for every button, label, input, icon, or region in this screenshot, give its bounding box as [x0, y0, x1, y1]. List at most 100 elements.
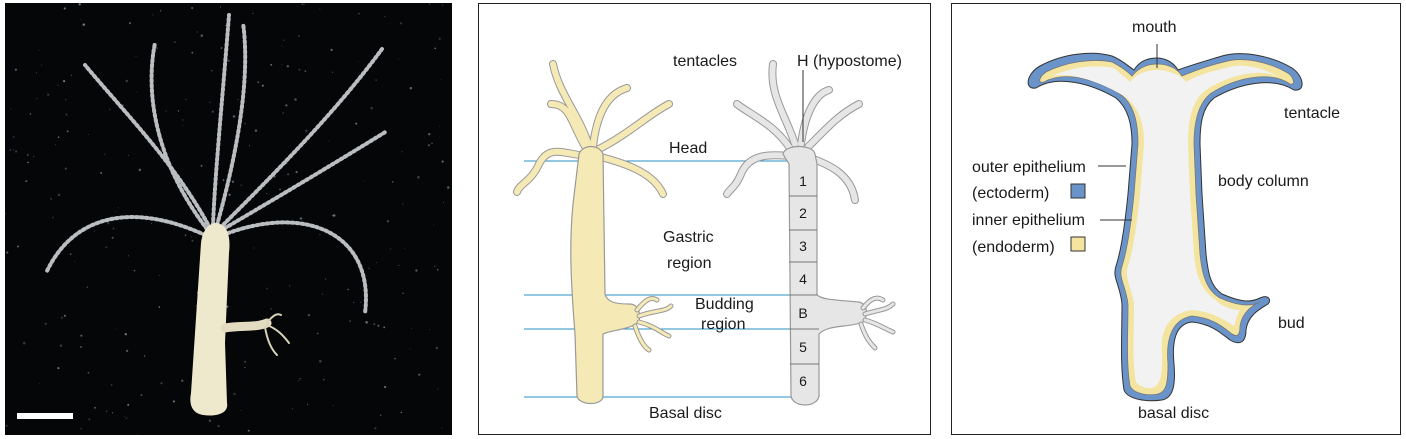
- speckle: [225, 24, 227, 27]
- bud-label: bud: [1278, 315, 1305, 332]
- speckle: [93, 406, 96, 409]
- speckle: [441, 160, 444, 163]
- speckle: [237, 99, 239, 101]
- speckle: [111, 236, 114, 239]
- speckle: [429, 329, 431, 331]
- speckle: [64, 98, 67, 101]
- speckle: [211, 110, 214, 113]
- speckle: [299, 217, 303, 220]
- speckle: [79, 18, 81, 20]
- speckle: [36, 98, 38, 100]
- inner-epithelium-label: inner epithelium: [972, 212, 1085, 229]
- speckle: [159, 10, 162, 12]
- speckle: [283, 39, 285, 42]
- speckle: [10, 108, 12, 110]
- speckle: [281, 45, 283, 47]
- speckle: [39, 383, 40, 385]
- speckle: [114, 328, 116, 330]
- speckle: [446, 186, 450, 189]
- speckle: [253, 247, 255, 249]
- gray-hydra: 1 2 3 4 B 5 6: [723, 60, 896, 406]
- speckle: [358, 12, 360, 15]
- basal-disc-label: Basal disc: [649, 405, 722, 422]
- speckle: [181, 379, 184, 382]
- speckle: [332, 405, 334, 406]
- speckle: [401, 151, 403, 153]
- speckle: [299, 378, 301, 380]
- segment-label: 6: [799, 373, 807, 389]
- speckle: [418, 373, 421, 376]
- speckle: [63, 7, 66, 10]
- speckle: [140, 394, 143, 397]
- speckle: [219, 6, 222, 8]
- speckle: [328, 140, 330, 142]
- speckle: [307, 403, 309, 406]
- region-lines: [524, 160, 809, 398]
- speckle: [323, 378, 325, 381]
- speckle: [136, 91, 138, 93]
- speckle: [286, 64, 290, 68]
- tan-body-column: [570, 145, 641, 405]
- speckle: [66, 130, 69, 133]
- speckle: [185, 98, 187, 101]
- speckle: [266, 287, 268, 290]
- speckle: [319, 8, 321, 10]
- speckle: [181, 119, 184, 121]
- photo-tentacle: [149, 41, 212, 235]
- speckle: [400, 411, 403, 414]
- hypostome-label: H (hypostome): [797, 53, 902, 70]
- speckle: [368, 267, 370, 270]
- tentacle-label: tentacle: [1284, 105, 1340, 122]
- segment-label: 4: [799, 271, 807, 287]
- speckle: [398, 58, 400, 60]
- segment-label: 1: [799, 173, 807, 189]
- speckle: [443, 202, 445, 204]
- speckle: [52, 216, 54, 219]
- speckle: [398, 264, 400, 267]
- speckle: [292, 408, 294, 410]
- speckle: [279, 188, 281, 191]
- speckle: [93, 230, 96, 232]
- speckle: [29, 113, 32, 115]
- speckle: [50, 197, 53, 200]
- speckle: [177, 110, 180, 112]
- speckle: [231, 180, 235, 183]
- speckle: [182, 125, 184, 126]
- speckle: [439, 125, 441, 127]
- speckle: [54, 144, 56, 146]
- head-label: Head: [669, 140, 707, 157]
- speckle: [282, 112, 285, 114]
- speckle: [125, 349, 129, 353]
- speckle: [298, 35, 300, 37]
- speckle: [244, 122, 246, 125]
- speckle: [5, 424, 8, 427]
- speckle: [70, 74, 73, 76]
- speckle: [270, 307, 273, 310]
- speckle: [200, 165, 203, 167]
- speckle: [438, 37, 441, 40]
- speckle: [233, 392, 236, 396]
- speckle: [373, 323, 376, 325]
- tan-bud-tentacles: [633, 296, 673, 352]
- speckle: [63, 314, 66, 317]
- speckle: [415, 269, 418, 272]
- speckle: [433, 224, 435, 226]
- speckle: [226, 305, 229, 308]
- speckle: [298, 68, 301, 71]
- speckle: [240, 184, 242, 186]
- body-regions-panel: 1 2 3 4 B 5 6 tentacles H (hypostome) He…: [478, 3, 931, 435]
- speckle: [434, 47, 437, 50]
- photo-tentacle: [218, 129, 389, 233]
- speckle: [331, 214, 334, 217]
- speckle: [220, 47, 223, 49]
- speckle: [127, 403, 130, 406]
- speckle: [218, 181, 220, 183]
- speckle: [287, 173, 290, 176]
- speckle: [124, 333, 127, 336]
- segment-numbers: 1 2 3 4 B 5 6: [798, 173, 807, 389]
- speckle: [409, 348, 411, 350]
- speckle: [87, 133, 89, 135]
- speckle: [209, 101, 211, 103]
- outer-epithelium-label: outer epithelium: [972, 159, 1086, 176]
- hydra-photo-panel: [5, 3, 452, 435]
